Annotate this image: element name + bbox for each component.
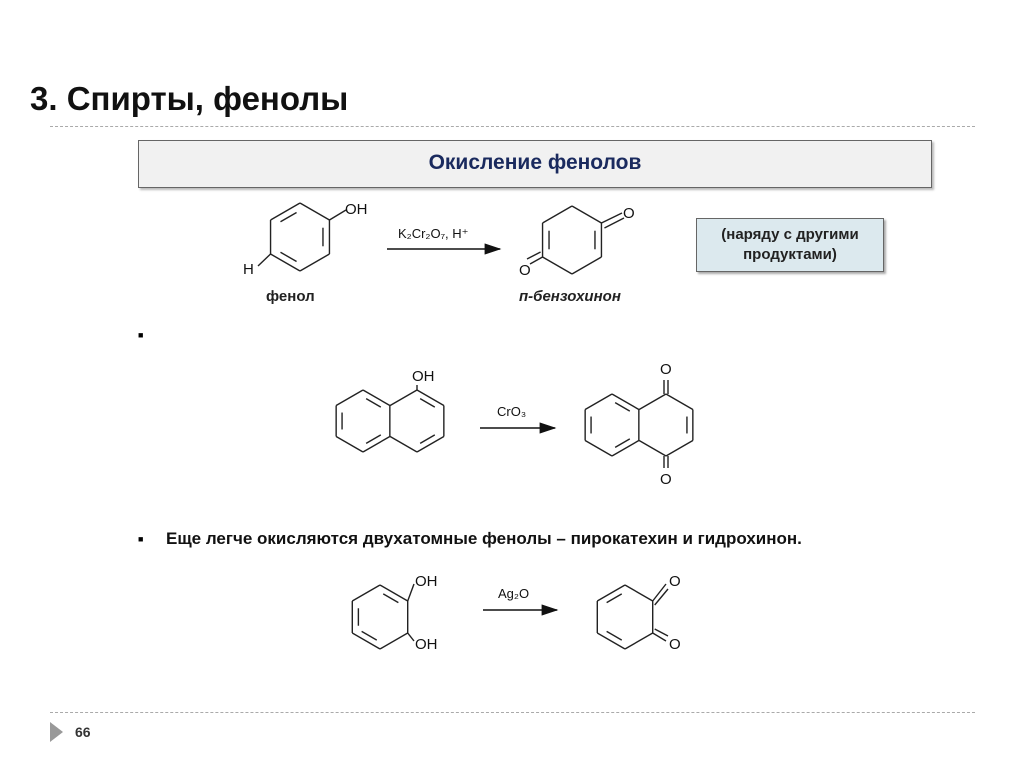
bond [542, 256, 573, 275]
bond [652, 632, 667, 642]
bond [270, 253, 301, 272]
catechol-oh-1: OH [415, 573, 438, 590]
bond [606, 593, 623, 604]
oquinone-o-1: O [669, 573, 681, 590]
title-divider [50, 126, 975, 127]
bond [407, 583, 415, 602]
triangle-icon [50, 722, 63, 742]
bond [604, 217, 625, 229]
bond [654, 588, 669, 606]
bond [419, 398, 436, 408]
reagent-3: Ag₂O [498, 586, 529, 601]
bullet-2: ■ [138, 534, 144, 544]
bond [526, 251, 541, 260]
phenol-h: H [243, 261, 254, 278]
bond [362, 435, 391, 453]
bond [362, 389, 391, 407]
bond [361, 630, 378, 641]
bond [596, 584, 626, 602]
bq-o-1: O [623, 205, 635, 222]
page-number: 66 [75, 724, 91, 740]
bond [584, 439, 613, 457]
bond [335, 389, 364, 407]
bond [606, 630, 623, 641]
bond [416, 435, 445, 453]
bond [584, 393, 613, 411]
bond [389, 389, 418, 407]
bond [257, 253, 272, 267]
phenol-label: фенол [266, 288, 315, 305]
bond [614, 438, 631, 448]
bond [529, 256, 543, 265]
bond [596, 632, 626, 650]
nq-o-2: O [660, 471, 672, 488]
bullet-1: ■ [138, 330, 144, 340]
reagent-2: CrO₃ [497, 404, 526, 419]
bond [351, 584, 381, 602]
bq-o-2: O [519, 262, 531, 279]
nq-o-1: O [660, 361, 672, 378]
bond [665, 439, 694, 457]
bond [611, 393, 640, 411]
bond [638, 439, 667, 457]
bond [601, 212, 623, 224]
bond [329, 209, 347, 221]
benzoquinone-label: п-бензохинон [519, 288, 621, 305]
bond [654, 628, 669, 637]
bond [280, 251, 297, 263]
bond [416, 389, 445, 407]
footer-divider [50, 712, 975, 713]
bond [407, 632, 415, 642]
bond [365, 434, 382, 444]
bond [335, 435, 364, 453]
bond [665, 393, 694, 411]
bond [419, 434, 436, 444]
oquinone-o-2: O [669, 636, 681, 653]
reagent-1: K₂Cr₂O₇, H⁺ [398, 226, 469, 241]
bond [652, 583, 667, 602]
bond [571, 205, 602, 224]
bond [624, 632, 654, 650]
bond [379, 632, 409, 650]
slide-title: 3. Спирты, фенолы [30, 80, 349, 117]
bond [638, 393, 667, 411]
note-box: (наряду с другими продуктами) [696, 218, 884, 272]
bullet-text: Еще легче окисляются двухатомные фенолы … [166, 529, 802, 548]
bond [351, 632, 381, 650]
bond [611, 439, 640, 457]
bond [542, 205, 573, 224]
bond [571, 256, 602, 275]
bond [365, 398, 382, 408]
bond [270, 202, 301, 221]
bond [280, 211, 297, 223]
bond [382, 593, 399, 604]
bond [299, 202, 330, 221]
catechol-oh-2: OH [415, 636, 438, 653]
bond [614, 402, 631, 412]
bond [379, 584, 409, 602]
phenol-oh: OH [345, 201, 368, 218]
section-header: Окисление фенолов [138, 140, 932, 188]
bond [299, 253, 330, 272]
bond [624, 584, 654, 602]
bond [389, 435, 418, 453]
naphthol-oh: OH [412, 368, 435, 385]
